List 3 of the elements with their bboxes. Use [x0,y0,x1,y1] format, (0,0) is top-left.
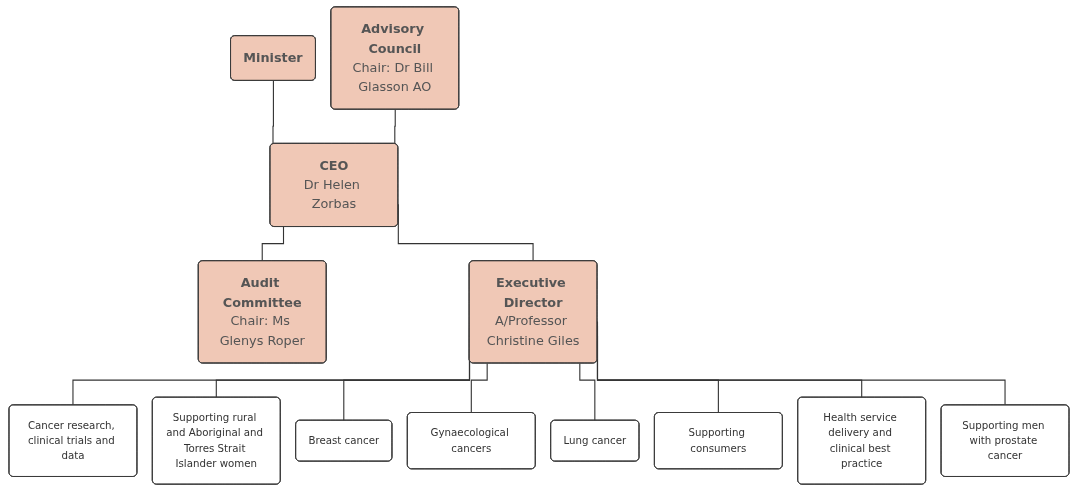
connector [261,226,285,262]
connector [579,362,596,422]
connector [470,362,488,414]
